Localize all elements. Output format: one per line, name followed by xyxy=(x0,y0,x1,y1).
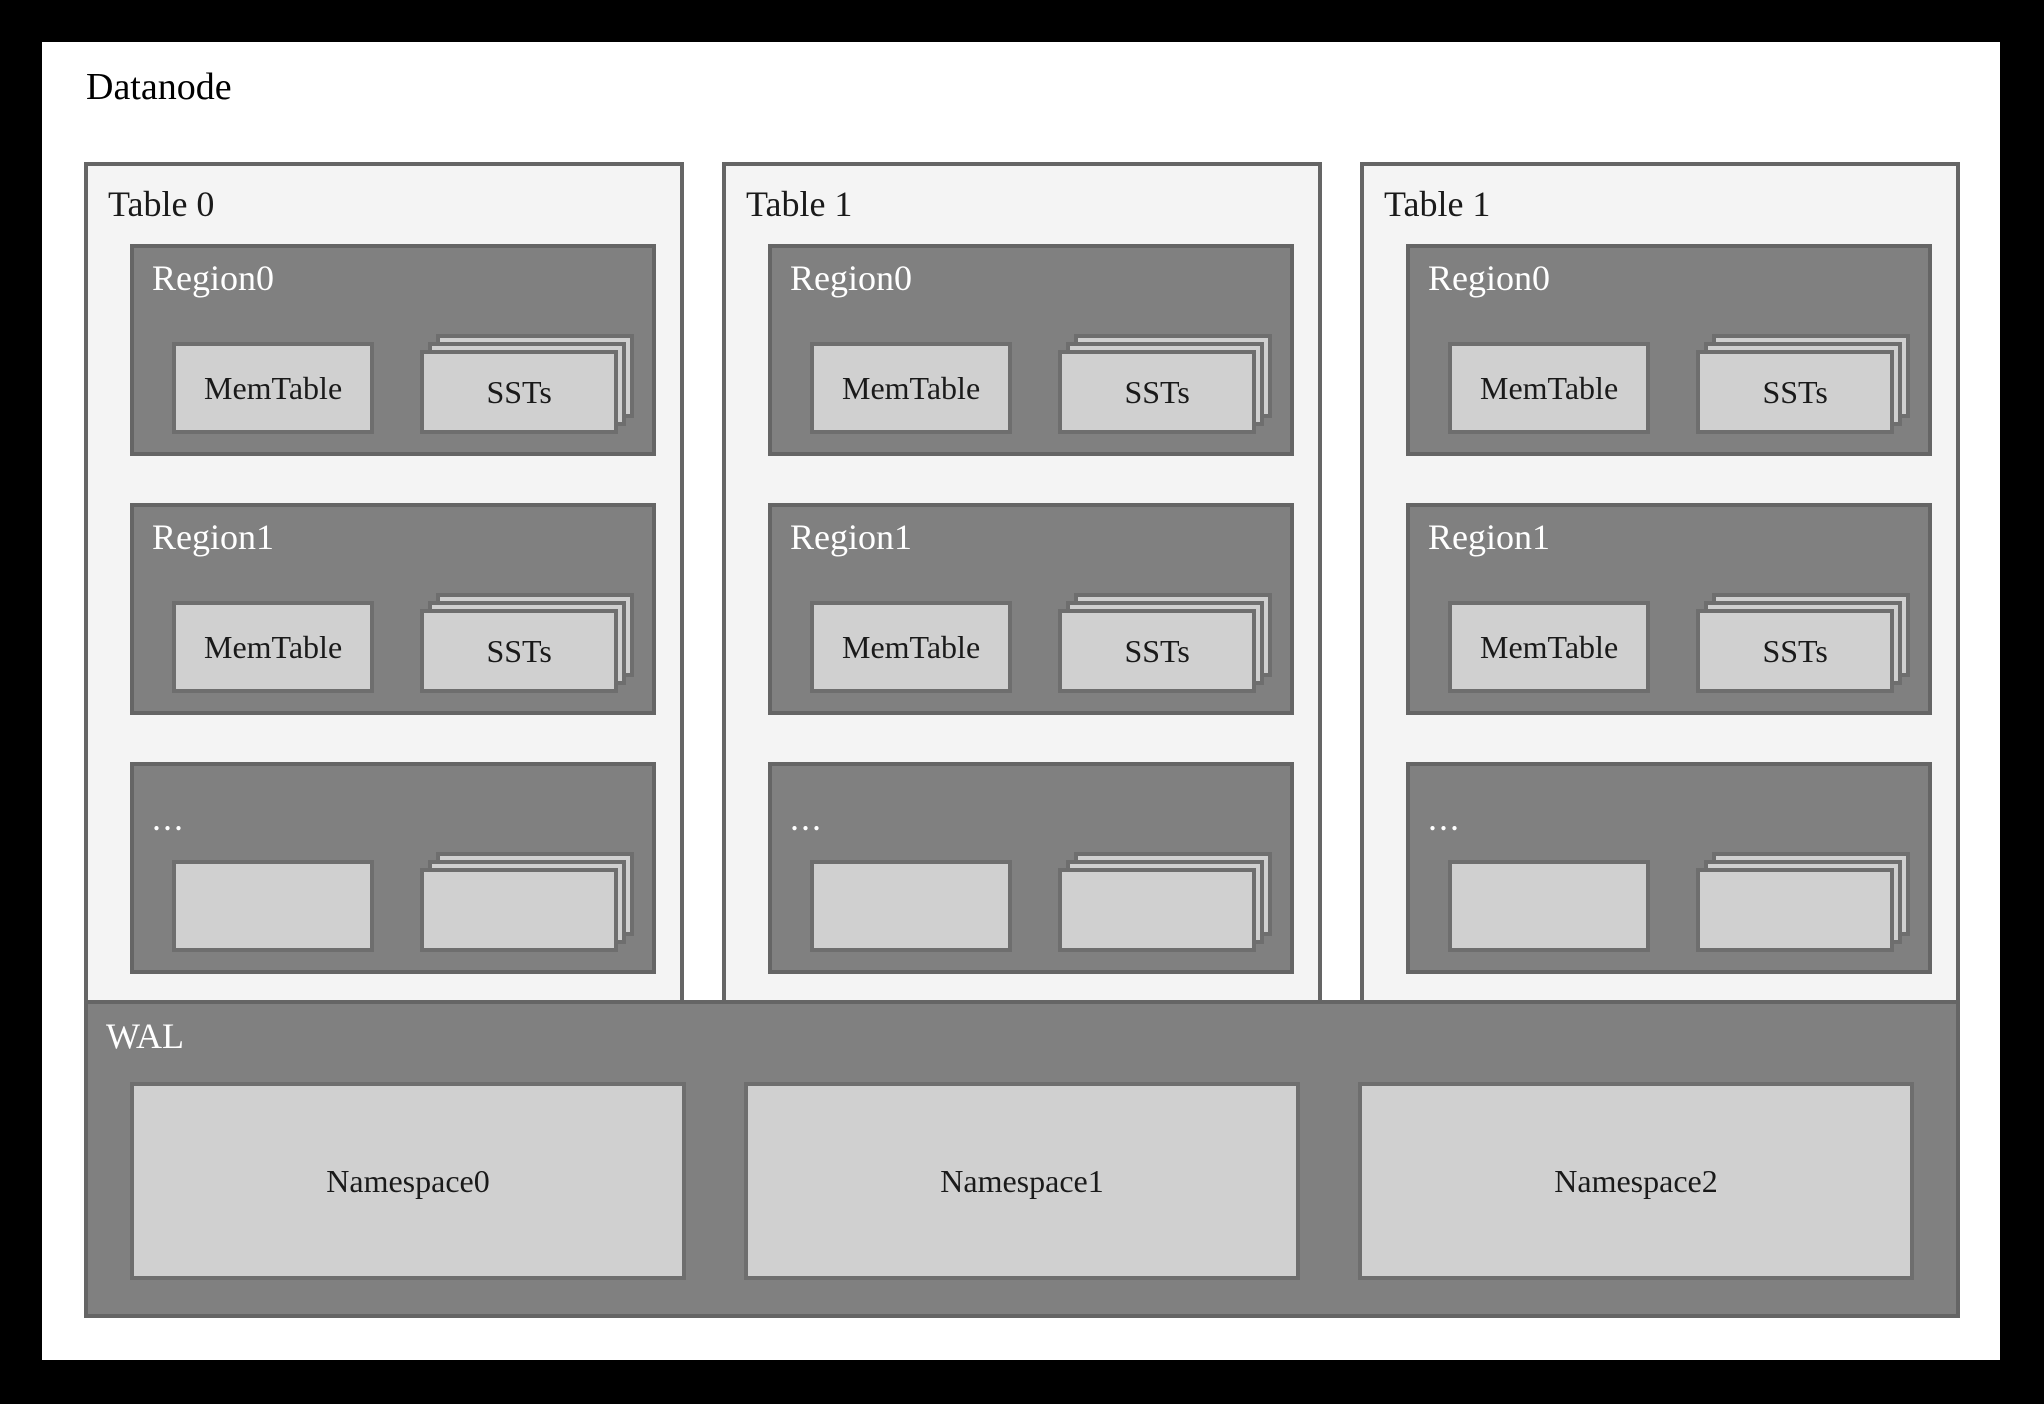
namespace-box[interactable]: Namespace1 xyxy=(744,1082,1300,1280)
memtable-box[interactable] xyxy=(810,860,1013,952)
region-ellipsis-label: ... xyxy=(1428,798,1461,838)
memtable-box[interactable] xyxy=(1448,860,1651,952)
memtable-box[interactable]: MemTable xyxy=(172,342,375,434)
memtable-box[interactable]: MemTable xyxy=(172,601,375,693)
namespace-box[interactable]: Namespace2 xyxy=(1358,1082,1914,1280)
sst-stack[interactable] xyxy=(1058,852,1273,960)
region-box-more[interactable]: ... xyxy=(1406,762,1932,974)
sst-stack[interactable] xyxy=(420,852,635,960)
sst-stack-front[interactable] xyxy=(1696,868,1895,952)
sst-stack[interactable]: SSTs xyxy=(420,334,635,442)
region-content: MemTable SSTs xyxy=(172,334,635,434)
region-content: MemTable SSTs xyxy=(1448,593,1911,693)
sst-stack-front[interactable]: SSTs xyxy=(1058,609,1257,693)
table-label: Table 1 xyxy=(1384,184,1491,224)
sst-stack-front[interactable] xyxy=(1058,868,1257,952)
sst-stack[interactable]: SSTs xyxy=(1696,334,1911,442)
region-label: Region1 xyxy=(790,517,912,557)
region-ellipsis-label: ... xyxy=(152,798,185,838)
sst-stack-front[interactable]: SSTs xyxy=(1696,350,1895,434)
memtable-box[interactable]: MemTable xyxy=(810,601,1013,693)
memtable-box[interactable]: MemTable xyxy=(1448,342,1651,434)
sst-stack[interactable]: SSTs xyxy=(420,593,635,701)
table-label: Table 0 xyxy=(108,184,215,224)
region-content xyxy=(1448,852,1911,952)
region-content xyxy=(172,852,635,952)
memtable-box[interactable]: MemTable xyxy=(810,342,1013,434)
sst-stack-front[interactable]: SSTs xyxy=(1058,350,1257,434)
region-content: MemTable SSTs xyxy=(810,334,1273,434)
region-label: Region1 xyxy=(1428,517,1550,557)
region-content: MemTable SSTs xyxy=(810,593,1273,693)
sst-stack[interactable]: SSTs xyxy=(1058,334,1273,442)
sst-stack-front[interactable]: SSTs xyxy=(420,609,619,693)
sst-stack-front[interactable] xyxy=(420,868,619,952)
region-ellipsis-label: ... xyxy=(790,798,823,838)
wal-label: WAL xyxy=(106,1016,184,1056)
region-content: MemTable SSTs xyxy=(1448,334,1911,434)
table-label: Table 1 xyxy=(746,184,853,224)
wal-container: WAL Namespace0 Namespace1 Namespace2 xyxy=(84,1000,1960,1318)
region-content xyxy=(810,852,1273,952)
namespace-box[interactable]: Namespace0 xyxy=(130,1082,686,1280)
sst-stack-front[interactable]: SSTs xyxy=(420,350,619,434)
region-content: MemTable SSTs xyxy=(172,593,635,693)
sst-stack[interactable]: SSTs xyxy=(1696,593,1911,701)
region-label: Region0 xyxy=(790,258,912,298)
wal-namespaces-row: Namespace0 Namespace1 Namespace2 xyxy=(130,1082,1914,1280)
region-box-more[interactable]: ... xyxy=(130,762,656,974)
region-box-more[interactable]: ... xyxy=(768,762,1294,974)
sst-stack[interactable] xyxy=(1696,852,1911,960)
datanode-title: Datanode xyxy=(86,66,232,108)
region-label: Region0 xyxy=(1428,258,1550,298)
sst-stack[interactable]: SSTs xyxy=(1058,593,1273,701)
region-label: Region1 xyxy=(152,517,274,557)
sst-stack-front[interactable]: SSTs xyxy=(1696,609,1895,693)
memtable-box[interactable]: MemTable xyxy=(1448,601,1651,693)
memtable-box[interactable] xyxy=(172,860,375,952)
region-label: Region0 xyxy=(152,258,274,298)
